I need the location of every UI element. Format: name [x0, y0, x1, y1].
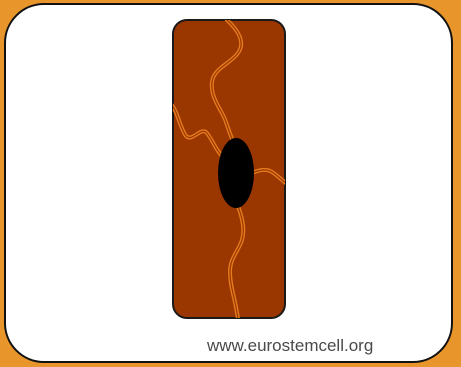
credit-text: www.eurostemcell.org [207, 337, 373, 354]
nucleus [218, 138, 254, 208]
